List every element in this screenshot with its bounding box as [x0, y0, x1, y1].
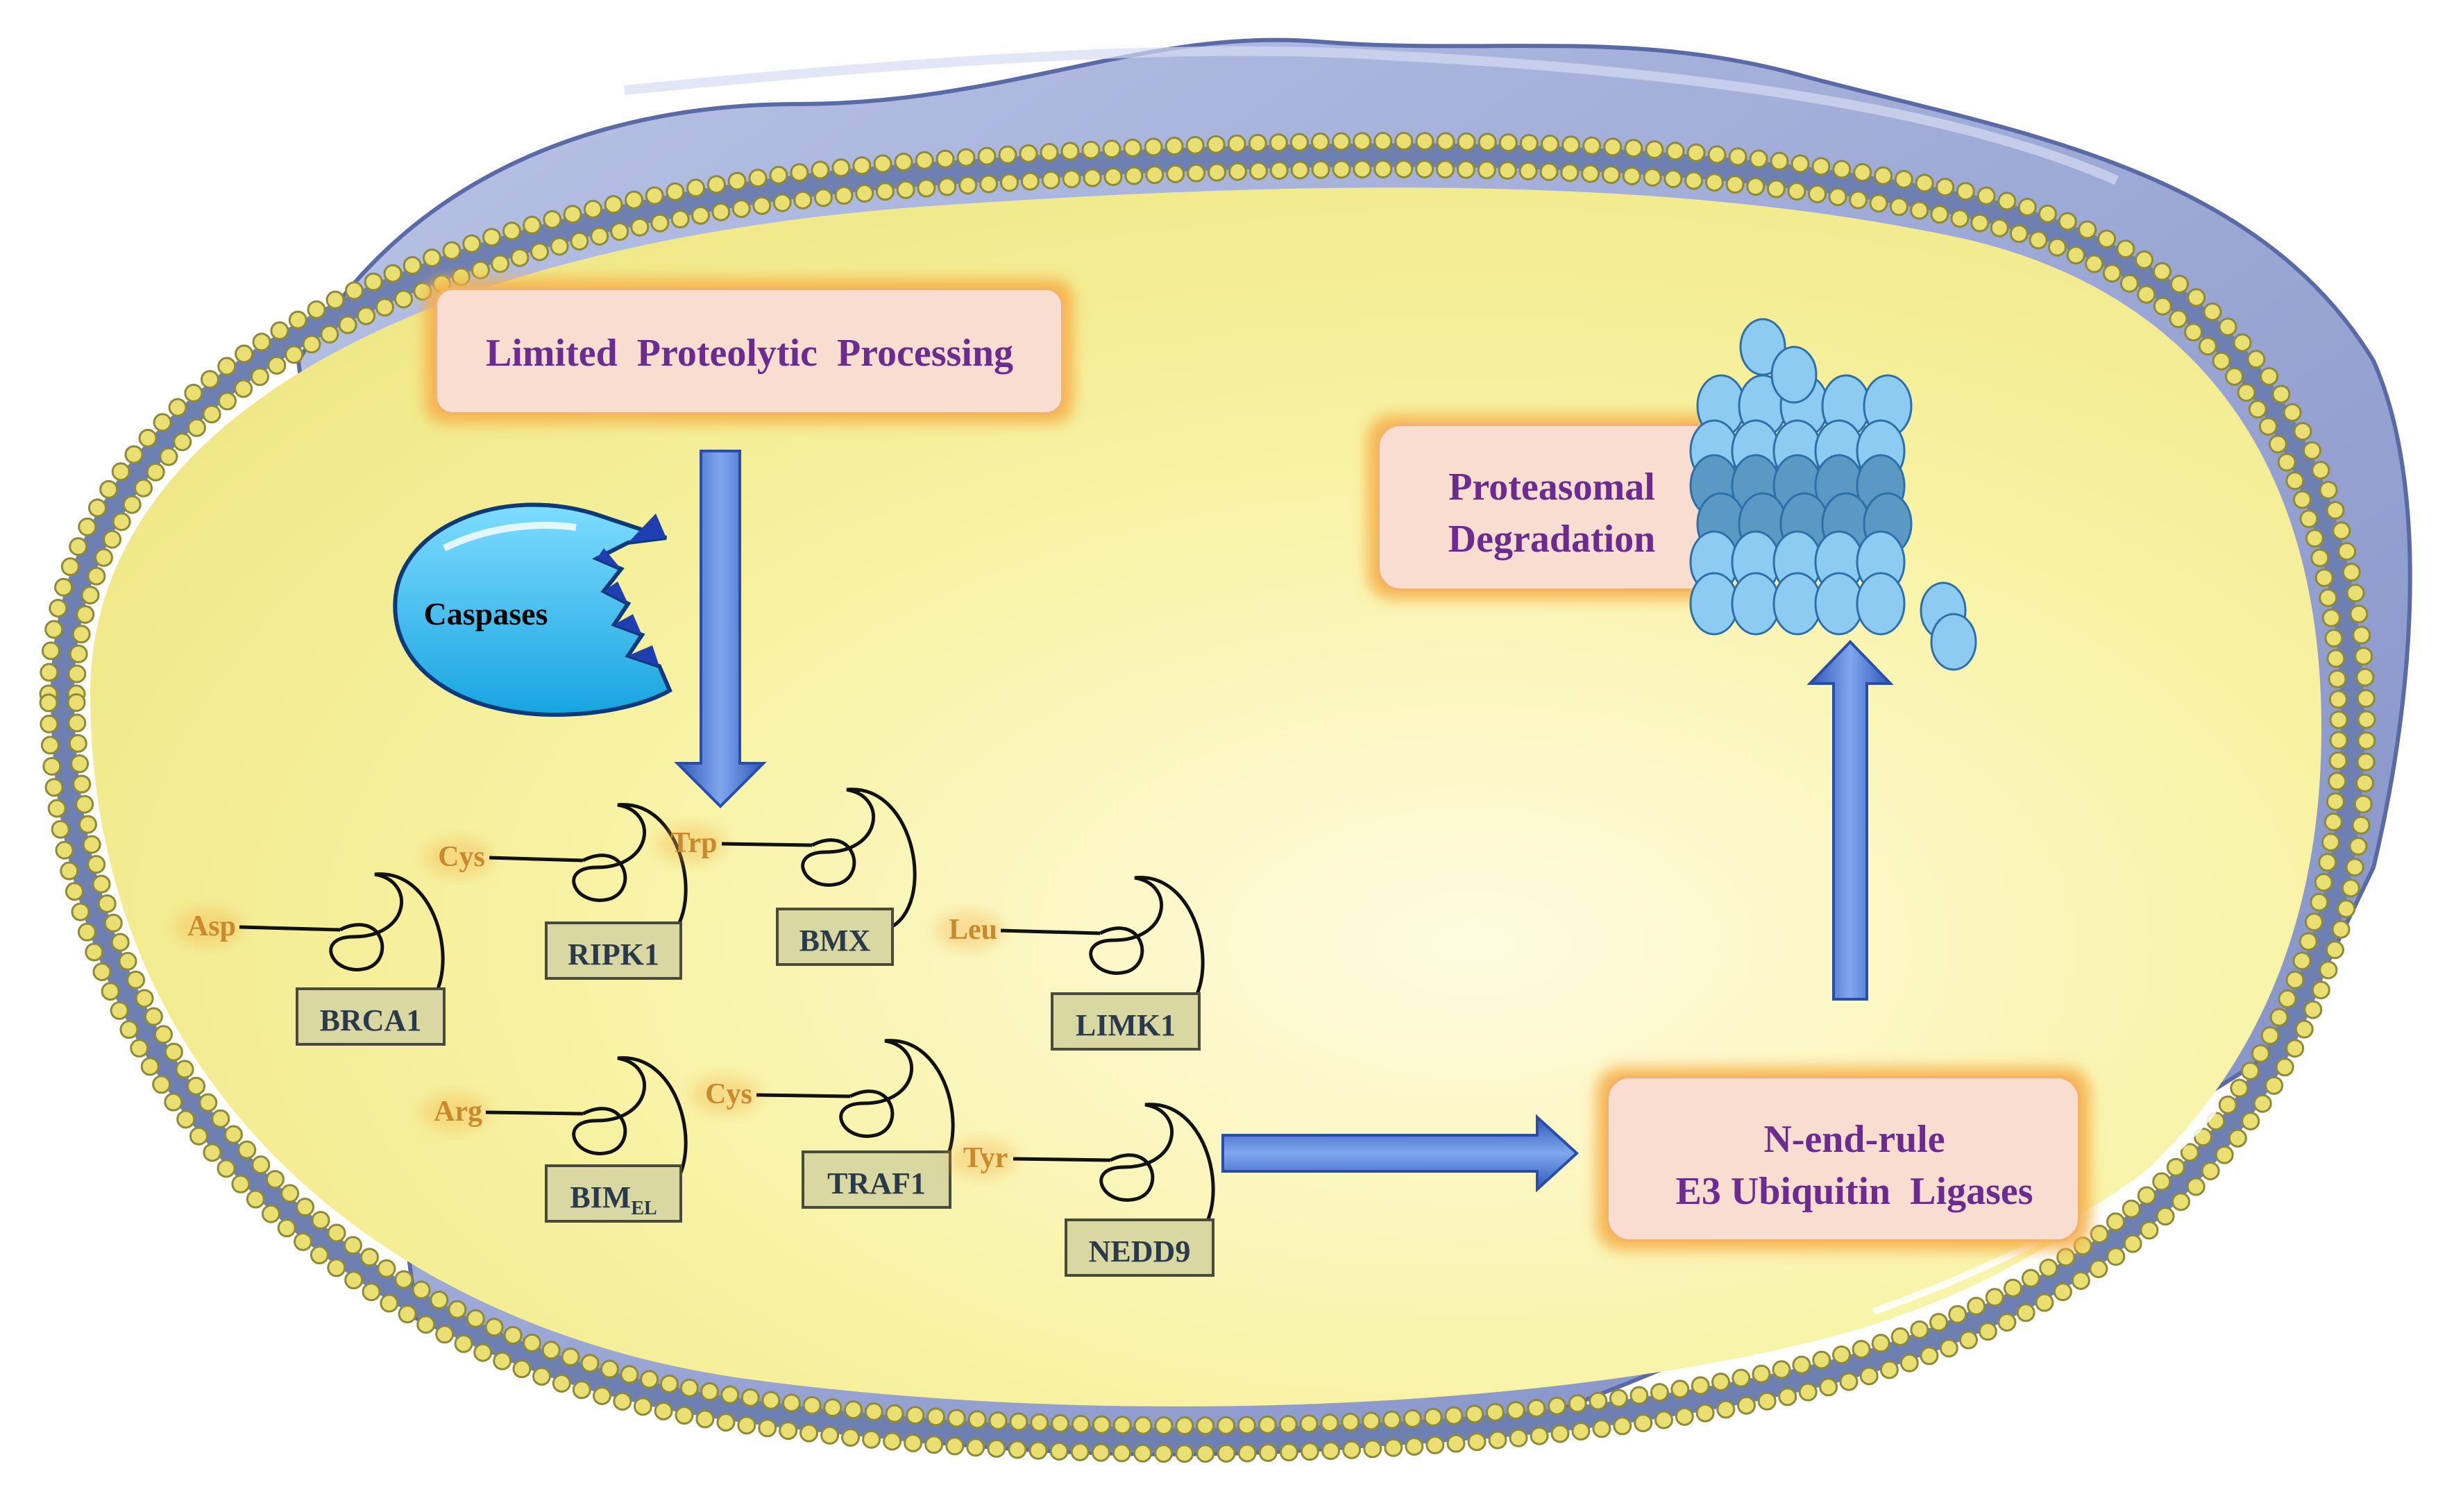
protein-label: BMX [799, 924, 871, 958]
protein-label: BRCA1 [320, 1003, 422, 1037]
protein-fold-icon [801, 788, 917, 931]
processing-box: Limited Proteolytic Processing [425, 279, 1074, 423]
protein-label-box [545, 921, 682, 980]
residue-label: Cys [438, 841, 485, 873]
proteasomal-box: Proteasomal Degradation [1367, 415, 1731, 600]
proteasomal-line1: Proteasomal [1448, 466, 1655, 509]
protein-label: TRAF1 [827, 1166, 926, 1200]
arrow-right [1221, 1114, 1579, 1193]
protein-label: BIMEL [570, 1180, 657, 1219]
protein-label-box [776, 908, 894, 966]
caspase-enzyme: Caspases [393, 502, 672, 717]
ligases-line1: N-end-rule [1763, 1118, 1945, 1161]
residue-label: Asp [187, 910, 236, 942]
protein-fold-icon [1099, 1103, 1215, 1246]
protein-label: NEDD9 [1089, 1234, 1191, 1268]
residue-label: Arg [434, 1096, 482, 1128]
membrane-beads-outer [67, 160, 2348, 1436]
protein-label-box [1051, 992, 1201, 1051]
ligases-line2: E3 Ubiquitin Ligases [1675, 1170, 2033, 1213]
caspases-label: Caspases [424, 596, 548, 631]
residue-label: Leu [949, 914, 997, 946]
protein-label-box [296, 987, 446, 1046]
protein-fold-icon [329, 872, 445, 1015]
processing-title: Limited Proteolytic Processing [486, 332, 1013, 375]
arrow-up [1806, 640, 1894, 1001]
protein-label-box [545, 1164, 682, 1223]
proteasome-icon [1689, 318, 1977, 671]
protein-fold-icon [839, 1039, 955, 1182]
protein-label-box [1065, 1218, 1214, 1277]
protein-fold-icon [1089, 876, 1205, 1019]
outer-cell-highlight [624, 46, 2119, 185]
protein-label-box [802, 1150, 951, 1209]
membrane-core [50, 143, 2365, 1452]
residue-label: Trp [671, 827, 718, 859]
ligases-box: N-end-rule E3 Ubiquitin Ligases [1596, 1067, 2090, 1250]
membrane-beads-inner [39, 132, 2376, 1463]
proteasomal-line2: Degradation [1448, 518, 1656, 561]
residue-label: Tyr [963, 1142, 1008, 1174]
protein-label: LIMK1 [1076, 1008, 1176, 1042]
arrow-down [674, 450, 767, 808]
protein-label: RIPK1 [568, 937, 659, 971]
residue-label: Cys [705, 1078, 752, 1110]
protein-fold-icon [572, 1056, 688, 1199]
